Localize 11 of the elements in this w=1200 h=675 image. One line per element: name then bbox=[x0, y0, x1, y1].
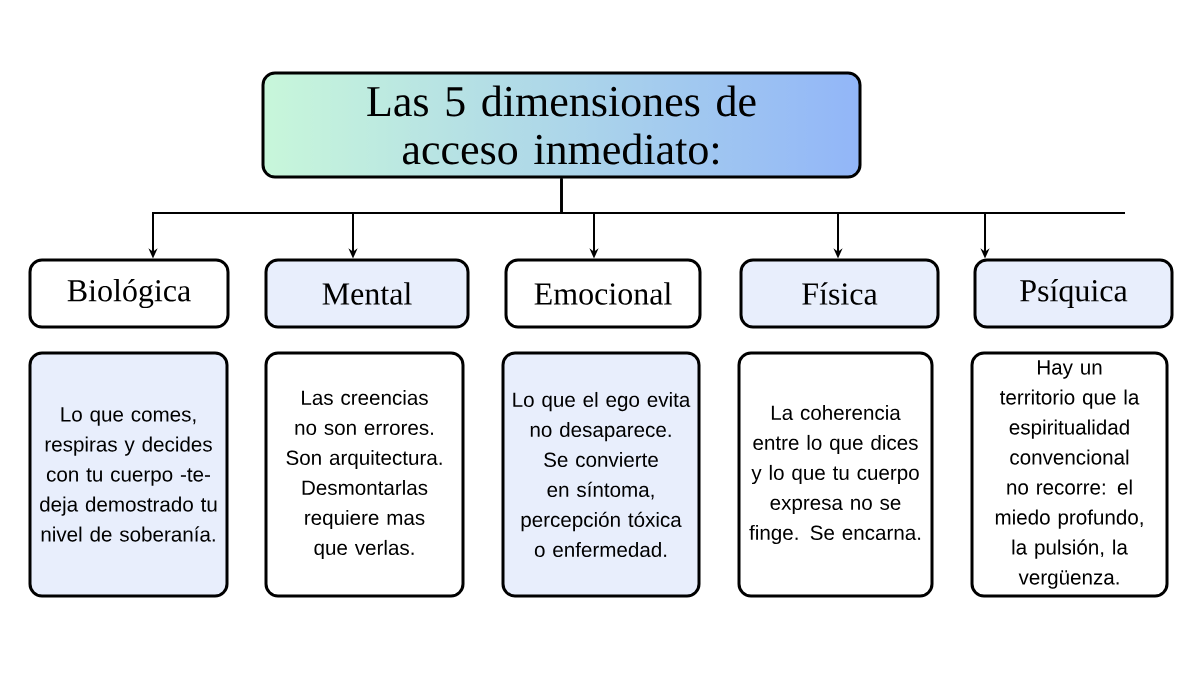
description-box: La coherencia entre lo que dices y lo que tu cuerpo expresa no se finge. Se encarna. bbox=[737, 351, 934, 598]
category-box: Emocional bbox=[504, 258, 702, 329]
category-box: Biológica bbox=[28, 258, 230, 329]
description-box: Hay un territorio que la espiritualidad convencional no recorre: el miedo profundo, la pulsión, la vergüenza. bbox=[970, 351, 1169, 598]
category-box: Psíquica bbox=[973, 258, 1174, 329]
title-box: Las 5 dimensiones de acceso inmediato: bbox=[261, 71, 862, 179]
description-box: Lo que el ego evita no desaparece. Se convierte en síntoma, percepción tóxica o enfermedad. bbox=[501, 351, 701, 598]
category-box: Física bbox=[739, 258, 940, 329]
category-box: Mental bbox=[264, 258, 470, 329]
description-box: Lo que comes, respiras y decides con tu cuerpo -te- deja demostrado tu nivel de soberanía. bbox=[28, 351, 229, 598]
description-box: Las creencias no son errores. Son arquitectura. Desmontarlas requiere mas que verlas. bbox=[264, 351, 465, 598]
